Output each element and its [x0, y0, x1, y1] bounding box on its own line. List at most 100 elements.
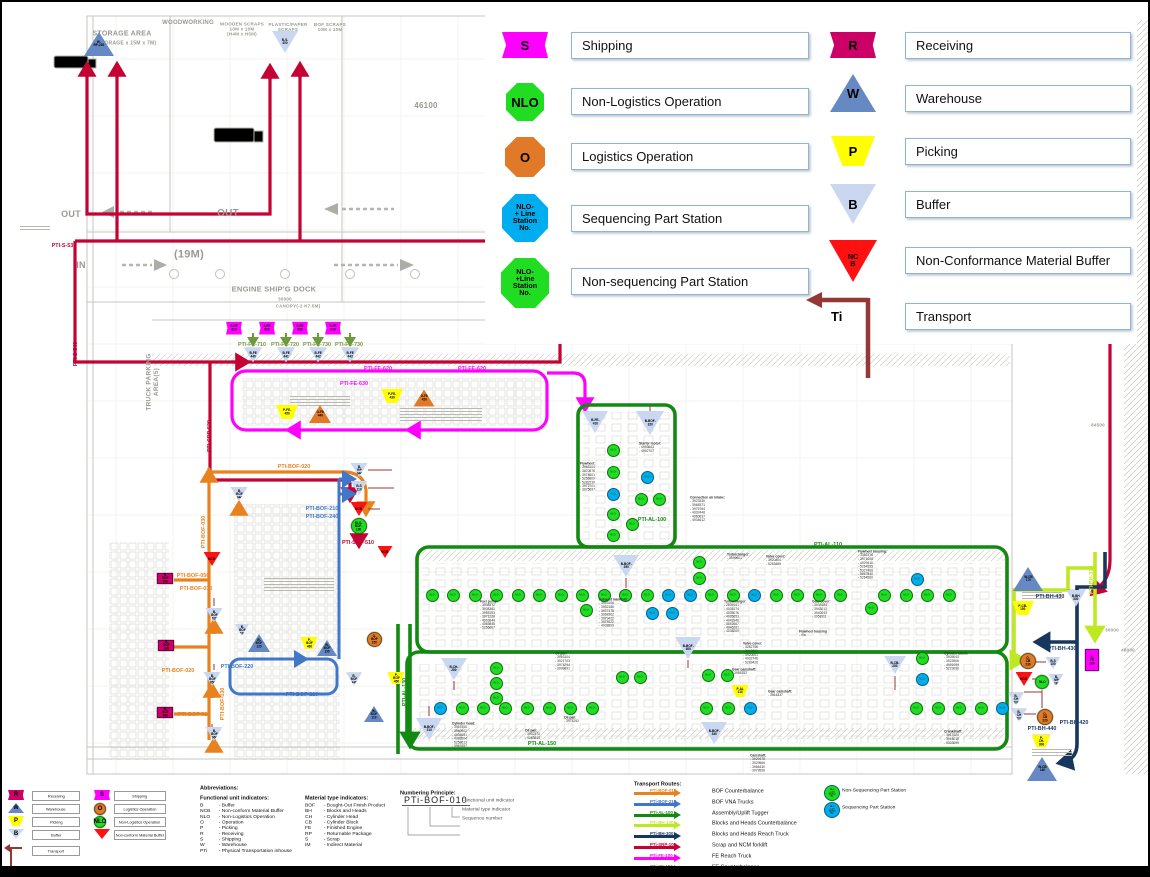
station-non-sequencing: NLO- — [931, 701, 945, 715]
illegible-text-block — [1032, 747, 1072, 758]
station-non-sequencing: NLO- — [489, 661, 503, 675]
transport-ti-arrow-icon — [806, 292, 871, 378]
station-non-sequencing: NLO- — [692, 571, 706, 585]
route-pti-fe — [230, 369, 595, 440]
station-sequencing: NLO- — [606, 487, 620, 501]
plan-label: (19M) — [174, 247, 204, 261]
station-non-sequencing: NLO- — [864, 601, 878, 615]
station-non-sequencing: NLO- — [520, 701, 534, 715]
key-label: Non-Logistics Operation — [114, 817, 166, 827]
node-p-fe--430: P-FE- 430 — [381, 389, 403, 403]
route-label: PTI-BOF-050 — [176, 572, 210, 578]
route-label: PTI-AL-150 — [527, 740, 557, 746]
route-label: PTI-FE-710 — [238, 341, 266, 347]
legend-label: Non-Logistics Operation — [571, 88, 809, 115]
station-sequencing: NLO- — [910, 572, 924, 586]
node-r-bof-020: R-BOF 020 — [158, 639, 174, 651]
station-sequencing: NLO- — [743, 701, 757, 715]
legend-symbol-receiving: R — [830, 32, 876, 58]
station-sequencing: NLO- — [645, 606, 659, 620]
route-label: PTI-BOF-240 — [305, 513, 339, 519]
station-non-sequencing: NLO- — [585, 701, 599, 715]
route-label: PTI-AL-110 — [814, 541, 842, 547]
node-p-cb--150: P-CB- 150 — [1012, 601, 1034, 615]
plan-label: 84500 — [1091, 422, 1105, 428]
station-sequencing: NLO- — [683, 588, 697, 602]
route-label: PTI-BOF-030 — [219, 687, 225, 721]
station-non-sequencing: NLO- — [812, 588, 826, 602]
station-non-sequencing: NLO- — [579, 603, 593, 617]
plan-label: 48000 — [1121, 647, 1135, 653]
numbering-tree — [407, 807, 460, 836]
station-non-sequencing: NLO- — [446, 588, 460, 602]
station-non-sequencing: NLO- — [974, 701, 988, 715]
station-non-sequencing: NLO- — [625, 517, 639, 531]
station-non-sequencing: NLO- — [542, 701, 556, 715]
key-symbol2-2: NLO — [94, 816, 106, 828]
node-o-cb-230: O-CB 230 — [1020, 653, 1036, 669]
plan-label: CANOPY(-2 H7.5M) — [275, 303, 321, 309]
part-note: Oil pan:- 3974292 — [564, 716, 579, 724]
key-label: Non-conform Material Buffer — [114, 830, 166, 840]
legend-symbol-shipping: S — [502, 32, 548, 58]
route-label: PTI-FE-720 — [271, 341, 299, 347]
plan-label: OUT — [61, 208, 81, 219]
key-symbol2-3 — [94, 829, 110, 839]
node-s-fe-630: S-FE 630 — [292, 321, 308, 335]
abbreviations-title: Abbreviations: — [200, 785, 239, 792]
station-non-sequencing: NLO- — [532, 588, 546, 602]
route-label: PTI-AL-100 — [637, 516, 667, 522]
part-note: Fuel pump:- 3938372- 3938381- 3955153- 3… — [480, 600, 498, 630]
route-label: PTI-FE-620 — [458, 365, 486, 371]
station-non-sequencing: NLO- — [554, 588, 568, 602]
station-sequencing: NLO- — [433, 701, 447, 715]
key-label: Shipping — [114, 791, 166, 801]
part-note: Starter motor:- 4993643- 4992707 — [639, 442, 662, 454]
station-sequencing: NLO- — [640, 470, 654, 484]
station-non-sequencing: NLO- — [606, 465, 620, 479]
station-non-sequencing: NLO- — [640, 588, 654, 602]
legend-symbol-logistics-operation: O — [505, 137, 545, 177]
station-non-sequencing: NLO- — [606, 443, 620, 457]
station-non-sequencing: NLO- — [425, 588, 439, 602]
station-non-sequencing: NLO- — [942, 588, 956, 602]
numbering-example: PTi-BOF-010 — [402, 795, 470, 806]
legend-label: Non-sequencing Part Station — [571, 268, 809, 295]
route-label: PTI-BH-420 — [1059, 719, 1089, 725]
thin-connectors — [211, 406, 1046, 728]
route-label: PTI-FE-730 — [335, 341, 363, 347]
bottom-frame-bar — [2, 866, 1148, 875]
station-non-sequencing: NLO- — [915, 651, 929, 665]
node-s-fe-100: S-FE 100 — [1085, 649, 1099, 671]
part-note: Oil pan:- 3963104- 3921703- 3974294- 399… — [555, 652, 570, 671]
transport-elbow-icon — [4, 844, 22, 869]
station-non-sequencing: NLO- — [877, 588, 891, 602]
part-note: Gear cover:- 3933184- 3943013- 3940043- … — [812, 600, 831, 619]
node-p-al-110: P-AL 110 — [731, 685, 749, 697]
functional-title: Functional unit indicators: — [200, 795, 270, 802]
routes-title: Transport Routes: — [634, 781, 682, 788]
key-label: Picking — [32, 817, 80, 827]
legend-label: Shipping — [571, 32, 809, 59]
part-note: Exhaust manifold:- 3943106- 3932180- 393… — [599, 598, 628, 628]
station-non-sequencing: NLO- — [606, 507, 620, 521]
part-note: Connection air intake:- 3923336- 3968371… — [690, 496, 725, 523]
route-label: PTI-BOF-220 — [220, 663, 254, 669]
legend-label: Sequencing Part Station — [571, 205, 809, 232]
key-label: Receiving — [32, 791, 80, 801]
station-non-sequencing: NLO- — [563, 701, 577, 715]
station-non-sequencing: NLO- — [468, 588, 482, 602]
station-non-sequencing: NLO- — [652, 492, 666, 506]
route-label: PTI-BOF-010 — [177, 711, 211, 717]
illegible-text-block — [1022, 590, 1062, 601]
plan-label: WOODWORKING — [162, 18, 214, 26]
station-non-sequencing: NLO- — [575, 588, 589, 602]
station-non-sequencing: NLO- — [597, 588, 611, 602]
